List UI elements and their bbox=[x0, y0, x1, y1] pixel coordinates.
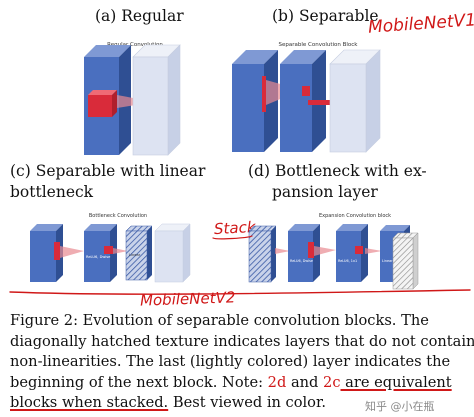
linear-bottleneck-block: Linear bbox=[125, 225, 153, 281]
panel-a-diagram: Regular Convolution bbox=[84, 42, 181, 156]
panel-d-label-line1: (d) Bottleneck with ex- bbox=[248, 162, 427, 180]
caption-line-3: non-linearities. The last (lightly color… bbox=[10, 353, 451, 370]
stack-underline bbox=[212, 235, 253, 240]
panel-a-diagram-title: Regular Convolution bbox=[107, 42, 163, 48]
caption-line-4: beginning of the next block. Note: 2d an… bbox=[10, 373, 452, 391]
pointwise-kernel-wide bbox=[308, 100, 330, 105]
caption-line-1: Figure 2: Evolution of separable convolu… bbox=[10, 312, 429, 329]
underline-stroke bbox=[9, 289, 471, 295]
output-block bbox=[132, 44, 181, 156]
block-text: ReLU6, Dwise bbox=[86, 255, 111, 259]
caption-line-2: diagonally hatched texture indicates lay… bbox=[10, 332, 474, 350]
block-text: ReLU6, 1x1 bbox=[338, 259, 357, 263]
input-block bbox=[30, 224, 63, 282]
panel-c-label-line1: (c) Separable with linear bbox=[10, 162, 206, 180]
output-block bbox=[329, 49, 381, 153]
next-block-light bbox=[154, 223, 191, 283]
panel-c-label-line2: bottleneck bbox=[10, 183, 94, 201]
middle-block bbox=[280, 50, 330, 152]
panel-d-label-line2: pansion layer bbox=[272, 183, 378, 201]
panel-c-diagram: Bottleneck Convolution ReLU6, Dwise Line… bbox=[30, 213, 191, 283]
block-text: Linear 1x1 bbox=[382, 259, 400, 263]
panel-c-diagram-title: Bottleneck Convolution bbox=[89, 213, 147, 219]
caption-line-5: blocks when stacked. Best viewed in colo… bbox=[10, 394, 326, 411]
figure-ref-2d[interactable]: 2d bbox=[267, 373, 287, 391]
panel-d-diagram: Expansion Convolution block ReLU6, Dwise… bbox=[248, 213, 419, 290]
watermark: 知乎 @小在瓶 bbox=[365, 400, 435, 413]
panel-b-label: (b) Separable bbox=[272, 7, 379, 25]
pointwise-kernel bbox=[302, 86, 310, 96]
panel-b-diagram-title: Separable Convolution Block bbox=[278, 42, 358, 48]
block-text: Linear bbox=[129, 253, 141, 257]
figure-ref-2c[interactable]: 2c bbox=[323, 373, 341, 391]
depthwise-kernel bbox=[262, 76, 266, 112]
depthwise-block: ReLU6, 1x1 bbox=[336, 224, 368, 282]
figure-caption: Figure 2: Evolution of separable convolu… bbox=[10, 311, 474, 414]
input-block bbox=[232, 50, 278, 152]
panel-a-label: (a) Regular bbox=[95, 7, 184, 25]
next-block-hatched-light bbox=[392, 232, 419, 290]
depthwise-block: ReLU6, Dwise bbox=[84, 224, 117, 282]
figure-diagrams: Regular Convolution Separable Convolutio… bbox=[9, 42, 471, 295]
kernel-block bbox=[88, 90, 117, 117]
panel-d-diagram-title: Expansion Convolution block bbox=[319, 213, 391, 219]
panel-b-diagram: Separable Convolution Block bbox=[232, 42, 381, 153]
linear-input-block bbox=[248, 225, 277, 283]
block-text: ReLU6, Dwise bbox=[290, 259, 313, 263]
ink-annotations bbox=[9, 235, 471, 295]
